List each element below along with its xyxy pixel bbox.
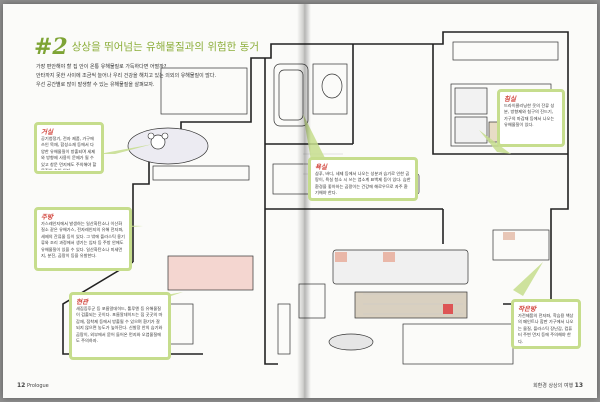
footer-right: 회환경 상상의 여행 13 [533, 382, 583, 389]
callout-living: 거실 공기청정기, 전자 제품, 가구에 쓰인 목재, 합성소재 등에서 다양한… [34, 122, 104, 174]
callout-entrance-label: 현관 [76, 298, 88, 306]
page-number-left: 12 [17, 382, 26, 389]
callout-kitchen: 주방 가스레인지에서 발생하는 일산화탄소나 이산화질소 같은 유해가스, 전자… [34, 207, 132, 271]
callout-bedroom: 침실 드라이클리닝한 옷의 잔류 성분, 방향제와 침구의 진드기, 가구의 마… [497, 89, 565, 147]
footer-left: 12 Prologue [17, 382, 49, 389]
callout-bath-text: 샴푸, 바디, 세제 등에서 나오는 성분과 습기로 인한 곰팡이, 욕실 청소… [315, 171, 411, 196]
intro-line: 우선 공간별로 많이 발생할 수 있는 유해물질을 살펴보자. [36, 82, 155, 88]
intro-paragraph: 가장 편안해야 할 집 안이 온통 유해물질로 가득하다면 어떨까? 안타까지 … [36, 63, 266, 90]
page-number-right: 13 [574, 382, 583, 389]
section-name-left: Prologue [26, 383, 49, 389]
section-name-right: 회환경 상상의 여행 [533, 383, 574, 389]
callout-room-label: 작은방 [518, 305, 536, 313]
callout-bedroom-text: 드라이클리닝한 옷의 잔류 성분, 방향제와 침구의 진드기, 가구의 마감재 … [504, 103, 555, 128]
callout-bath: 욕실 샴푸, 바디, 세제 등에서 나오는 성분과 습기로 인한 곰팡이, 욕실… [308, 157, 418, 201]
callout-living-label: 거실 [41, 128, 53, 136]
intro-line: 가장 편안해야 할 집 안이 온통 유해물질로 가득하다면 어떨까? [36, 64, 167, 70]
callout-room: 작은방 가전제품의 전자파, 학습용 책상의 페인트나 합판 가구에서 나오는 … [511, 299, 581, 349]
callout-bath-label: 욕실 [315, 163, 327, 171]
title-text: 상상을 뛰어넘는 유해물질과의 위험한 동거 [71, 41, 259, 53]
callout-bedroom-label: 침실 [504, 95, 516, 103]
intro-line: 안타까지 못한 사이에 조금씩 늘어나 우리 건강을 해치고 있는 의외의 유해… [36, 73, 217, 79]
title-number: #2 [34, 34, 68, 60]
callout-kitchen-label: 주방 [41, 213, 53, 221]
callout-room-text: 가전제품의 전자파, 학습용 책상의 페인트나 합판 가구에서 나오는 물질, … [518, 313, 574, 344]
callout-living-text: 공기청정기, 전자 제품, 가구에 쓰인 목재, 합성소재 등에서 다양한 유해… [41, 136, 97, 170]
callout-kitchen-text: 가스레인지에서 발생하는 일산화탄소나 이산화질소 같은 유해가스, 전자레인지… [41, 221, 125, 259]
callout-entrance: 현관 새집증후군 등 포름알데히드, 톨루엔 등 유해물질이 검출되는 곳이다.… [69, 292, 171, 360]
callout-entrance-text: 새집증후군 등 포름알데히드, 톨루엔 등 유해물질이 검출되는 곳이다. 포름… [76, 306, 163, 344]
book-gutter [297, 4, 311, 398]
